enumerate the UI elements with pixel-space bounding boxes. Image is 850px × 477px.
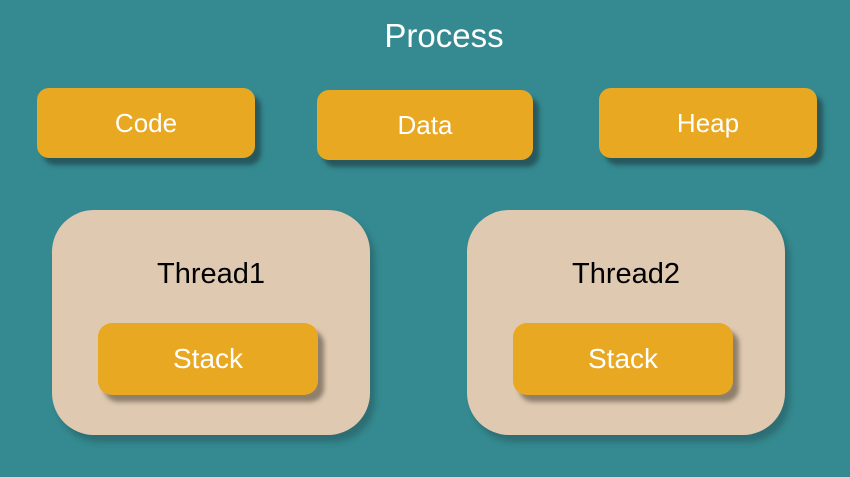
thread1-label: Thread1 <box>156 258 265 290</box>
data-box: Data <box>317 90 533 160</box>
heap-box: Heap <box>599 88 817 158</box>
thread2-label: Thread2 <box>571 258 680 290</box>
process-title: Process <box>384 17 504 54</box>
thread2-stack-box: Stack <box>513 323 733 395</box>
thread1-stack-box: Stack <box>98 323 318 395</box>
thread1-container: Thread1 Stack <box>52 210 370 435</box>
data-label: Data <box>397 109 453 140</box>
thread2-container: Thread2 Stack <box>467 210 785 435</box>
code-box: Code <box>37 88 255 158</box>
thread2-stack-label: Stack <box>587 343 659 374</box>
heap-label: Heap <box>676 107 740 138</box>
thread1-stack-label: Stack <box>172 343 244 374</box>
code-label: Code <box>114 107 178 138</box>
